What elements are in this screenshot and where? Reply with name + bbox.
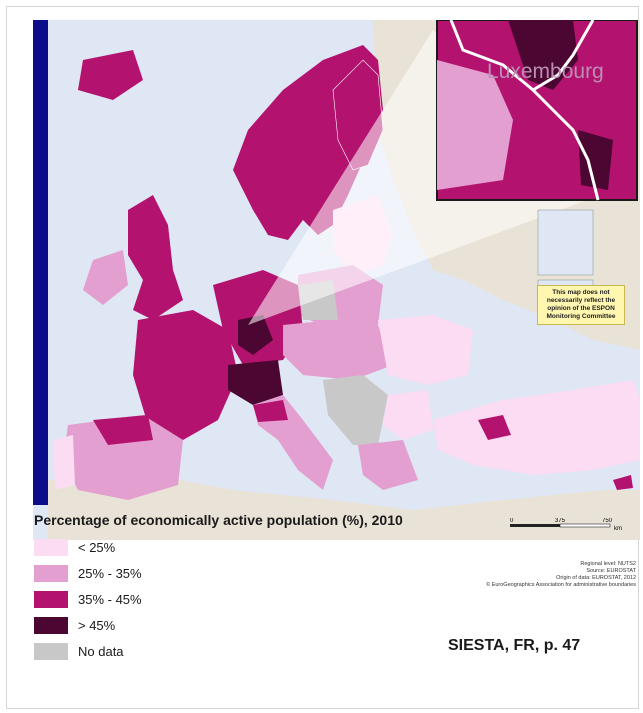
legend-swatch — [34, 590, 68, 608]
inset-border-line-2 — [532, 20, 595, 92]
source-notes: Regional level: NUTS2 Source: EUROSTAT O… — [470, 561, 636, 589]
legend: < 25% 25% - 35% 35% - 45% > 45% No data — [34, 534, 142, 664]
legend-item: < 25% — [34, 534, 142, 560]
europe-map[interactable]: Luxembourg This map does not necessarily… — [33, 20, 640, 540]
legend-item: No data — [34, 638, 142, 664]
inset-islands-panel — [537, 209, 594, 276]
region-ireland — [83, 250, 128, 305]
source-line: Origin of data: EUROSTAT, 2012 — [556, 575, 636, 581]
region-bulgaria — [383, 390, 433, 440]
region-turkey-capital — [478, 415, 511, 440]
source-line: © EuroGeographics Association for admini… — [486, 582, 636, 588]
region-central-europe — [283, 320, 393, 380]
inset-border-line — [449, 20, 600, 201]
legend-label: 25% - 35% — [78, 565, 142, 581]
legend-item: 35% - 45% — [34, 586, 142, 612]
region-high-germany — [238, 315, 273, 355]
legend-item: 25% - 35% — [34, 560, 142, 586]
legend-label: 35% - 45% — [78, 591, 142, 607]
legend-swatch — [34, 564, 68, 582]
region-romania — [378, 315, 473, 385]
scale-bar: 0 375 750 km — [510, 518, 622, 530]
inset-region-east — [578, 130, 613, 190]
land-outside-south — [48, 475, 640, 540]
scale-tick-750: 750 — [602, 518, 613, 524]
region-iceland — [78, 50, 143, 100]
region-great-britain — [128, 195, 183, 320]
region-spain — [63, 415, 183, 500]
region-alps — [228, 360, 283, 405]
scale-unit: km — [614, 526, 622, 530]
disclaimer-note: This map does not necessarily reflect th… — [537, 285, 625, 325]
legend-title: Percentage of economically active popula… — [34, 512, 403, 528]
legend-label: < 25% — [78, 539, 116, 555]
legend-swatch — [34, 616, 68, 634]
legend-swatch — [34, 538, 68, 556]
map-canvas — [33, 20, 640, 540]
region-turkey — [433, 380, 640, 475]
region-france — [133, 310, 238, 440]
scale-tick-375: 375 — [555, 518, 566, 524]
region-no-data-balkans — [323, 375, 388, 445]
region-north-spain — [93, 415, 153, 445]
source-line: Source: EUROSTAT — [586, 568, 636, 574]
inset-label: Luxembourg — [487, 60, 604, 83]
region-greece — [358, 440, 418, 490]
region-portugal — [53, 435, 75, 490]
legend-item: > 45% — [34, 612, 142, 638]
legend-label: > 45% — [78, 617, 116, 633]
map-border-bar — [33, 20, 48, 505]
scale-tick-0: 0 — [510, 518, 514, 524]
region-north-italy — [253, 400, 288, 422]
source-line: Regional level: NUTS2 — [580, 561, 636, 567]
region-cyprus — [613, 475, 633, 490]
citation: SIESTA, FR, p. 47 — [448, 637, 581, 654]
zoom-callout — [248, 30, 601, 325]
legend-label: No data — [78, 643, 124, 659]
legend-swatch — [34, 642, 68, 660]
inset-region-west — [437, 60, 513, 190]
